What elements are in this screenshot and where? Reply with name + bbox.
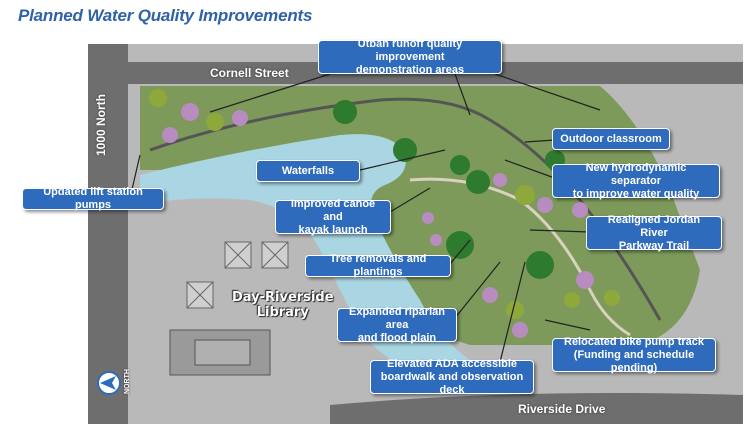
- map-title: Planned Water Quality Improvements: [18, 6, 313, 25]
- callout-hydrodynamic-separator: New hydrodynamic separator to improve wa…: [552, 162, 720, 200]
- callout-leader-lines: [129, 73, 601, 363]
- callout-riparian-area: Expanded riparian area and flood plain: [337, 306, 457, 344]
- callout-canoe-launch: Improved canoe and kayak launch: [275, 198, 391, 236]
- library-label-line1: Day-Riverside: [232, 290, 334, 305]
- street-label-cornell: Cornell Street: [210, 66, 289, 80]
- callout-outdoor-classroom: Outdoor classroom: [552, 128, 670, 150]
- callout-jordan-river-trail: Realigned Jordan River Parkway Trail: [586, 214, 722, 252]
- callout-ada-boardwalk: Elevated ADA accessible boardwalk and ob…: [370, 358, 534, 396]
- callout-bike-pump-track: Relocated bike pump track (Funding and s…: [552, 336, 716, 374]
- street-label-riverside: Riverside Drive: [518, 402, 606, 416]
- shelters: [186, 241, 289, 309]
- road-1000-north: [88, 44, 128, 424]
- callout-lift-station: Updated lift station pumps: [22, 186, 164, 211]
- road-riverside-drive: [330, 392, 743, 424]
- callout-tree-removals: Tree removals and plantings: [305, 253, 451, 278]
- library-label-line2: Library: [256, 305, 309, 320]
- callout-waterfalls: Waterfalls: [256, 160, 360, 182]
- street-label-1000-north: 1000 North: [94, 93, 109, 157]
- north-arrow-icon: [97, 371, 121, 395]
- library-label: Day-Riverside Library: [232, 290, 334, 320]
- north-arrow-label: NORTH: [123, 369, 131, 394]
- boardwalk-path: [409, 177, 631, 337]
- callout-urban-runoff: Utban runoff quality improvement demonst…: [318, 38, 502, 76]
